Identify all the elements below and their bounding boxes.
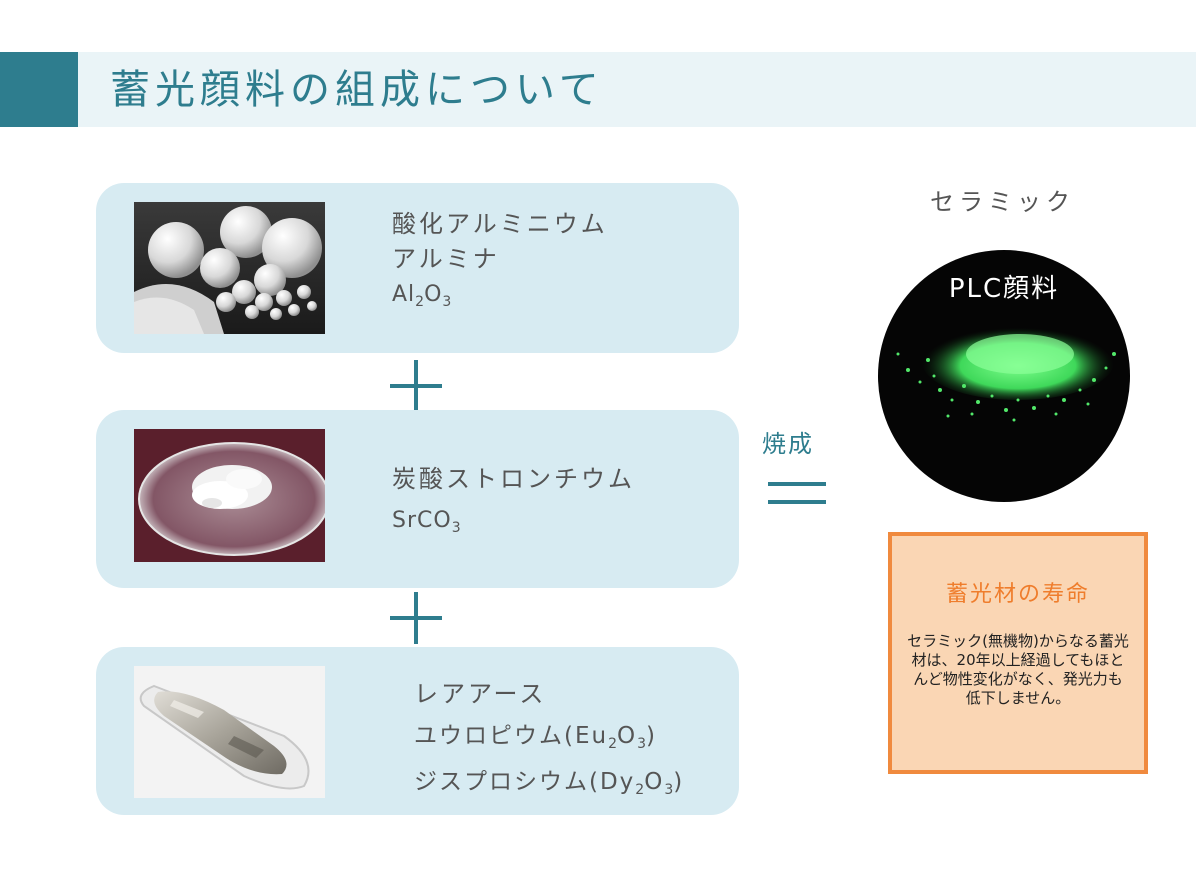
ceramic-label: セラミック xyxy=(930,188,1075,216)
pigment-label: PLC顔料 xyxy=(948,274,1060,304)
rare-earth-text: レアアース ユウロピウム(Eu2O3) ジスプロシウム(Dy2O3) xyxy=(414,675,684,809)
component-alumina: 酸化アルミニウム アルミナ Al2O3 xyxy=(96,183,739,353)
strontium-carbonate-formula: SrCO3 xyxy=(392,508,461,536)
component-strontium-carbonate: 炭酸ストロンチウム SrCO3 xyxy=(96,410,739,588)
rare-earth-name: レアアース xyxy=(414,680,547,708)
lifespan-description: セラミック(無機物)からなる蓄光材は、20年以上経過してもほとんど物性変化がなく… xyxy=(907,632,1129,707)
alumina-photo xyxy=(134,202,325,334)
lifespan-title: 蓄光材の寿命 xyxy=(945,582,1090,607)
strontium-carbonate-name: 炭酸ストロンチウム xyxy=(392,465,635,493)
strontium-carbonate-photo xyxy=(134,429,325,562)
equals-icon xyxy=(768,480,826,506)
alumina-formula: Al2O3 xyxy=(392,282,452,310)
plus-icon xyxy=(390,360,442,412)
firing-label: 焼成 xyxy=(762,430,814,458)
europium-formula: ユウロピウム(Eu2O3) xyxy=(414,723,658,752)
header-band xyxy=(0,52,1196,127)
glowing-pigment-image xyxy=(868,250,1140,502)
page-title: 蓄光顔料の組成について xyxy=(110,67,604,113)
alumina-name: 酸化アルミニウム xyxy=(392,210,608,238)
alumina-text: 酸化アルミニウム アルミナ Al2O3 xyxy=(392,207,608,320)
alumina-alias: アルミナ xyxy=(392,245,500,273)
lifespan-callout: 蓄光材の寿命 セラミック(無機物)からなる蓄光材は、20年以上経過してもほとんど… xyxy=(888,532,1148,774)
plus-icon xyxy=(390,592,442,644)
component-rare-earth: レアアース ユウロピウム(Eu2O3) ジスプロシウム(Dy2O3) xyxy=(96,647,739,815)
rare-earth-photo xyxy=(134,666,325,798)
dysprosium-formula: ジスプロシウム(Dy2O3) xyxy=(414,769,685,798)
strontium-carbonate-text: 炭酸ストロンチウム SrCO3 xyxy=(392,458,635,549)
header-accent-bar xyxy=(0,52,78,127)
